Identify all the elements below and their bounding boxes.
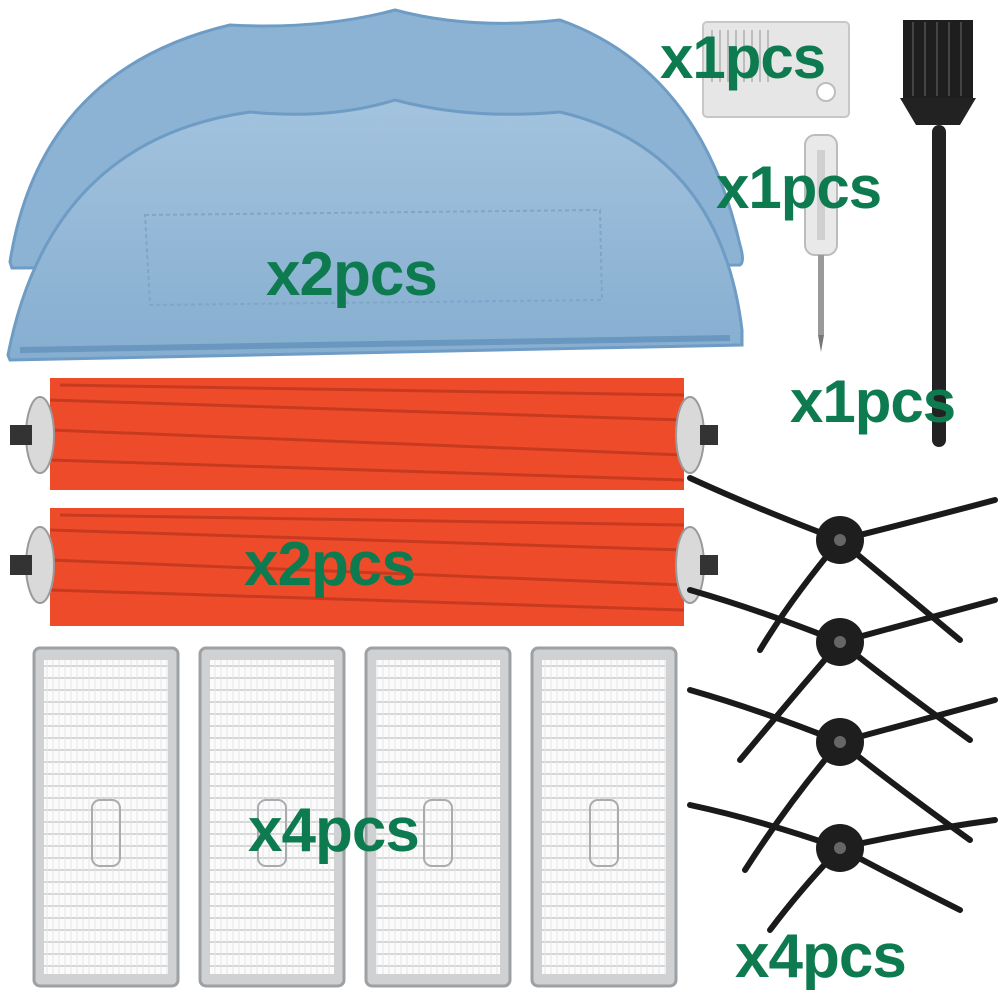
side-brush-icon: [687, 475, 998, 933]
roller-brush-icon: [10, 378, 718, 626]
mop-pad-icon: [6, 8, 744, 362]
cleaning-brush-quantity: x1pcs: [790, 368, 956, 435]
hepa-filter-quantity: x4pcs: [248, 796, 420, 865]
cleaning-brush-icon: [900, 20, 976, 447]
mop-pad-quantity: x2pcs: [266, 240, 438, 309]
side-brush-quantity: x4pcs: [735, 922, 907, 991]
cleaning-tool-quantity: x1pcs: [660, 24, 826, 91]
roller-brush-quantity: x2pcs: [244, 530, 416, 599]
cleaning-tool-icon: [702, 21, 850, 118]
hepa-filter-icon: [32, 646, 678, 988]
screwdriver-quantity: x1pcs: [716, 154, 882, 221]
screwdriver-icon: [804, 134, 838, 352]
